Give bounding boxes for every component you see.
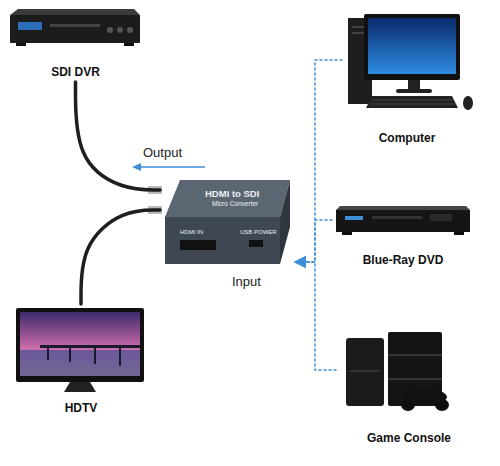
tv-pier-post <box>94 348 96 364</box>
sdi-cable <box>76 82 161 190</box>
console-groove <box>388 354 442 356</box>
device-node: Computer <box>342 10 472 148</box>
console-groove <box>388 378 442 380</box>
bluray-tray <box>372 216 422 219</box>
dvr-foot <box>16 43 26 46</box>
device-node: Blue-Ray DVD <box>332 204 474 270</box>
tv-pier-post <box>47 348 49 360</box>
device-label: Computer <box>379 131 436 145</box>
converter-box: HDMI to SDIMicro ConverterHDMI IN USB POW… <box>160 172 295 272</box>
device-label: Blue-Ray DVD <box>363 253 444 267</box>
device-node: HDTV <box>12 304 150 418</box>
console-groove <box>350 370 380 372</box>
device-node: Game Console <box>336 328 482 448</box>
bluray-foot <box>454 232 464 235</box>
tv-stand <box>64 382 96 392</box>
dvr-button <box>107 27 113 33</box>
monitor-base <box>396 89 432 93</box>
device-node: SDI DVR <box>8 6 143 82</box>
device-marking: HDMI IN <box>180 228 203 236</box>
tv-pier <box>40 345 140 348</box>
signal-line <box>295 60 342 262</box>
hdmi-port <box>180 240 216 250</box>
mouse <box>463 96 473 110</box>
device-marking: HDMI to SDI <box>205 188 259 199</box>
keyboard <box>366 96 458 108</box>
tv-pier-post <box>69 348 71 362</box>
monitor-stand <box>408 80 420 90</box>
tv-pier-post <box>119 348 121 366</box>
tv-screen <box>20 312 140 376</box>
signal-direction-label: Input <box>232 274 261 289</box>
console-illustration <box>346 332 449 411</box>
dvr-tray <box>50 24 100 27</box>
signal-direction-label: Output <box>143 145 182 160</box>
dvr-top <box>10 9 140 15</box>
tv-sea <box>20 350 140 376</box>
controller-body <box>403 389 447 405</box>
keyboard-row <box>372 100 453 101</box>
sdi-cable <box>81 210 160 304</box>
bluray-top <box>336 206 470 210</box>
signal-line <box>295 220 332 262</box>
usb-port <box>249 240 263 247</box>
bluray-foot <box>342 232 352 235</box>
device-marking: Micro Converter <box>212 200 258 208</box>
converter-side <box>280 180 290 264</box>
device-label: Game Console <box>367 431 451 445</box>
output-arrow <box>132 163 205 171</box>
converter-top <box>165 180 290 217</box>
bluray-logo <box>345 216 363 220</box>
dvr-button <box>127 27 133 33</box>
keyboard-row <box>370 104 455 105</box>
output-arrow-head <box>132 163 141 171</box>
monitor-screen <box>368 18 456 74</box>
dvr-device <box>10 9 140 46</box>
monitor-frame <box>364 14 460 80</box>
dvr-front <box>10 15 140 43</box>
console-slim <box>346 338 384 406</box>
device-label: SDI DVR <box>51 65 100 79</box>
signal-line <box>295 262 336 370</box>
device-label: HDTV <box>65 401 98 415</box>
converter-illustration <box>148 180 290 264</box>
converter-front <box>165 217 280 264</box>
dvr-button <box>117 27 123 33</box>
dvr-display <box>18 22 42 30</box>
dvr-foot <box>124 43 134 46</box>
output-arrow-line <box>140 166 205 168</box>
hdtv-illustration <box>16 308 144 392</box>
tv-frame <box>16 308 144 382</box>
bluray-front <box>336 210 470 232</box>
bluray-illustration <box>336 206 470 235</box>
device-marking: USB POWER <box>240 228 277 236</box>
computer-illustration <box>348 14 473 110</box>
bluray-display <box>430 214 452 221</box>
